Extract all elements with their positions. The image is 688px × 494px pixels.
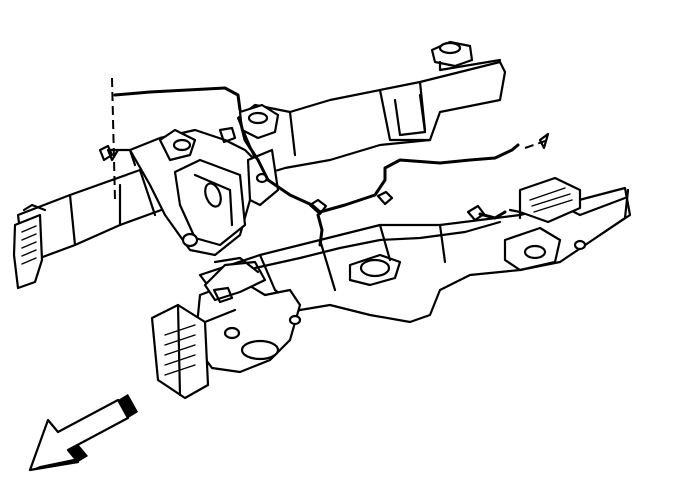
front-direction-arrow-icon bbox=[28, 394, 138, 472]
front-rail-left bbox=[12, 160, 180, 290]
brake-line-routing bbox=[113, 86, 520, 270]
fastener-details bbox=[98, 126, 237, 304]
rail-connector bbox=[203, 256, 267, 302]
front-bumper-mount bbox=[150, 278, 302, 400]
leader-lines bbox=[106, 77, 550, 201]
electronic-module bbox=[508, 176, 582, 224]
frame-rail-upper bbox=[236, 40, 507, 177]
crossmember bbox=[198, 186, 632, 324]
control-arm-bracket bbox=[238, 103, 280, 207]
bracket-plate bbox=[108, 128, 257, 257]
